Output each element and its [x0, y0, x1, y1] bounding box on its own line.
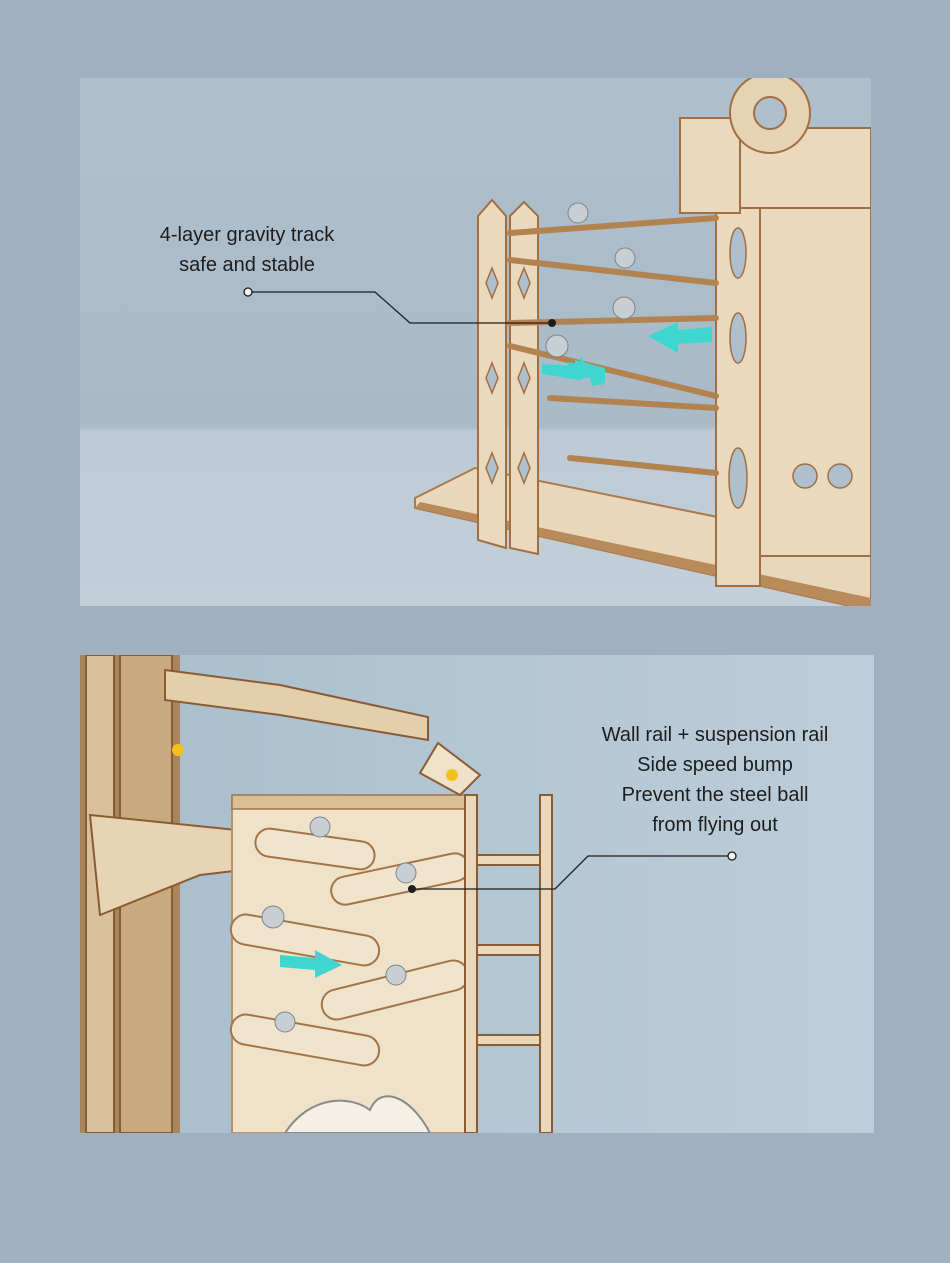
photo-panel-bottom: Wall rail + suspension rail Side speed b… — [80, 655, 874, 1133]
caption-top: 4-layer gravity track safe and stable — [152, 220, 342, 280]
callout-anchor-top — [243, 287, 253, 297]
callout-point-bottom — [408, 885, 416, 893]
caption-bottom: Wall rail + suspension rail Side speed b… — [580, 720, 850, 840]
spiral-rail-closeup-photo — [80, 655, 737, 1133]
caption-bottom-line-3: Prevent the steel ball — [621, 784, 809, 806]
photo-panel-top: 4-layer gravity track safe and stable — [80, 78, 871, 606]
caption-bottom-line-1: Wall rail + suspension rail — [601, 724, 829, 746]
callout-line-top — [248, 291, 552, 324]
callout-anchor-bottom — [727, 851, 737, 861]
callout-point-top — [548, 319, 556, 327]
caption-bottom-line-4: from flying out — [652, 814, 778, 836]
marble-run-tower-photo — [243, 78, 871, 606]
caption-top-line-2: safe and stable — [179, 254, 315, 276]
caption-top-line-1: 4-layer gravity track — [159, 224, 335, 246]
caption-bottom-line-2: Side speed bump — [637, 754, 793, 776]
callout-line-bottom — [412, 855, 732, 890]
